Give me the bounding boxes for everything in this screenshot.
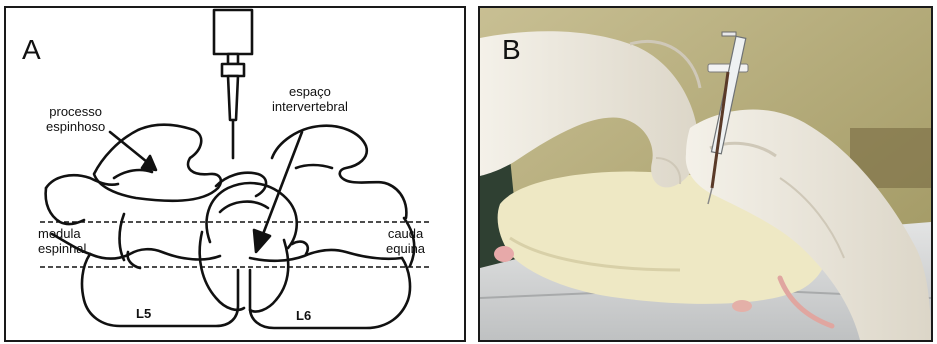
label-espaco-intervertebral: espaço intervertebral <box>272 84 348 114</box>
label-medula-line1: medula <box>38 226 86 241</box>
label-processo-line2: espinhoso <box>46 119 105 134</box>
label-cauda-line1: cauda <box>386 226 425 241</box>
label-processo-espinhoso: processo espinhoso <box>46 104 105 134</box>
panel-a-letter: A <box>22 36 41 64</box>
label-processo-line1: processo <box>46 104 105 119</box>
spine-injection-diagram <box>6 8 464 340</box>
syringe-icon <box>214 10 252 158</box>
label-medula-line2: espinhal <box>38 241 86 256</box>
processo-espinhoso-shape <box>94 125 221 201</box>
panel-b-photo: B <box>478 6 933 342</box>
panel-b-letter: B <box>502 36 521 64</box>
label-espaco-line1: espaço <box>272 84 348 99</box>
label-medula-espinhal: medula espinhal <box>38 226 86 256</box>
label-espaco-line2: intervertebral <box>272 99 348 114</box>
label-vertebra-l6: L6 <box>296 308 311 323</box>
label-cauda-equina: cauda equina <box>386 226 425 256</box>
injection-photo-illustration <box>480 8 931 340</box>
label-cauda-line2: equina <box>386 241 425 256</box>
label-vertebra-l5: L5 <box>136 306 151 321</box>
panel-a-diagram: A processo espinhoso espaço intervertebr… <box>4 6 466 342</box>
